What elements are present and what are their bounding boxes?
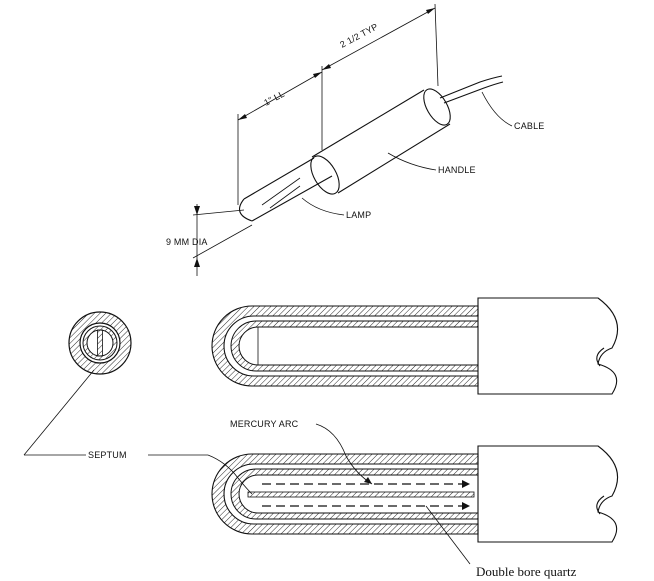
ll-label: 1" LL	[262, 89, 286, 108]
dimension-9mm-dia: 9 MM DIA	[166, 204, 253, 276]
isometric-lamp-assembly: CABLE HANDLE LAMP 2 1/2 TYP 1" LL 9 MM D…	[166, 3, 545, 276]
cable-callout: CABLE	[481, 91, 545, 131]
dia-label: 9 MM DIA	[166, 237, 208, 247]
cable-label: CABLE	[514, 121, 545, 131]
handle-callout: HANDLE	[387, 152, 476, 175]
cross-section-end-view	[68, 311, 132, 375]
cable	[439, 75, 504, 104]
mercury-arc-callout: MERCURY ARC	[230, 419, 373, 485]
lamp-tube	[238, 157, 333, 222]
double-bore-quartz-label: Double bore quartz	[476, 564, 577, 579]
handle-cylinder	[310, 88, 451, 195]
dimension-2-1-2-typ	[321, 3, 439, 150]
double-bore-quartz-callout: Double bore quartz	[425, 505, 577, 579]
side-view-lamp-upper	[211, 297, 619, 395]
septum-label: SEPTUM	[88, 450, 127, 460]
lamp-label: LAMP	[346, 210, 371, 220]
mercury-arc-label: MERCURY ARC	[230, 419, 299, 429]
lamp-callout: LAMP	[301, 197, 371, 220]
handle-label: HANDLE	[438, 165, 476, 175]
side-view-lamp-lower	[211, 445, 619, 543]
dimension-1-inch-ll	[237, 71, 323, 205]
typ-label: 2 1/2 TYP	[338, 21, 379, 49]
septum-callout: SEPTUM	[23, 369, 253, 495]
